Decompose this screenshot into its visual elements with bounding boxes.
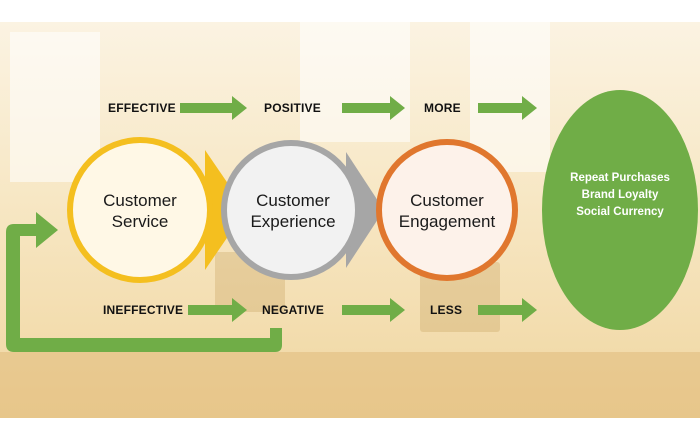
label-more: MORE xyxy=(424,101,461,115)
customer-engagement-label: Customer Engagement xyxy=(382,190,512,232)
customer-experience-circle xyxy=(221,140,361,280)
customer-service-circle xyxy=(67,137,213,283)
arrow-positive-to-more xyxy=(342,96,405,120)
label-less: LESS xyxy=(430,303,463,317)
background-window xyxy=(300,22,410,142)
outcomes-text: Repeat Purchases Brand Loyalty Social Cu… xyxy=(548,170,692,221)
outcomes-oval xyxy=(542,90,698,330)
arrow-negative-to-less xyxy=(342,298,405,322)
customer-service-label: Customer Service xyxy=(75,190,205,232)
label-negative: NEGATIVE xyxy=(262,303,325,317)
label-ineffective: INEFFECTIVE xyxy=(103,303,184,317)
customer-service-line1: Customer xyxy=(103,191,177,210)
customer-engagement-circle xyxy=(376,139,518,281)
label-effective: EFFECTIVE xyxy=(108,101,176,115)
background-desk xyxy=(0,352,700,418)
customer-service-line2: Service xyxy=(111,212,169,231)
customer-experience-line1: Customer xyxy=(256,191,330,210)
customer-engagement-line2: Engagement xyxy=(398,212,496,231)
arrow-effective-to-positive xyxy=(180,96,247,120)
feedback-loop-arrow xyxy=(6,212,282,352)
arrow-ineffective-to-negative xyxy=(188,298,247,322)
outcome-repeat-purchases: Repeat Purchases xyxy=(570,172,670,184)
outcome-brand-loyalty: Brand Loyalty xyxy=(581,189,659,201)
outcome-social-currency: Social Currency xyxy=(576,206,664,218)
customer-experience-label: Customer Experience xyxy=(228,190,358,232)
arrow-more-to-outcomes xyxy=(478,96,537,120)
arrow-less-to-outcomes xyxy=(478,298,537,322)
label-positive: POSITIVE xyxy=(264,101,321,115)
background-window xyxy=(470,22,550,172)
customer-experience-line2: Experience xyxy=(250,212,336,231)
customer-experience-pointer xyxy=(346,152,384,268)
customer-engagement-line1: Customer xyxy=(410,191,484,210)
background-window xyxy=(10,32,100,182)
